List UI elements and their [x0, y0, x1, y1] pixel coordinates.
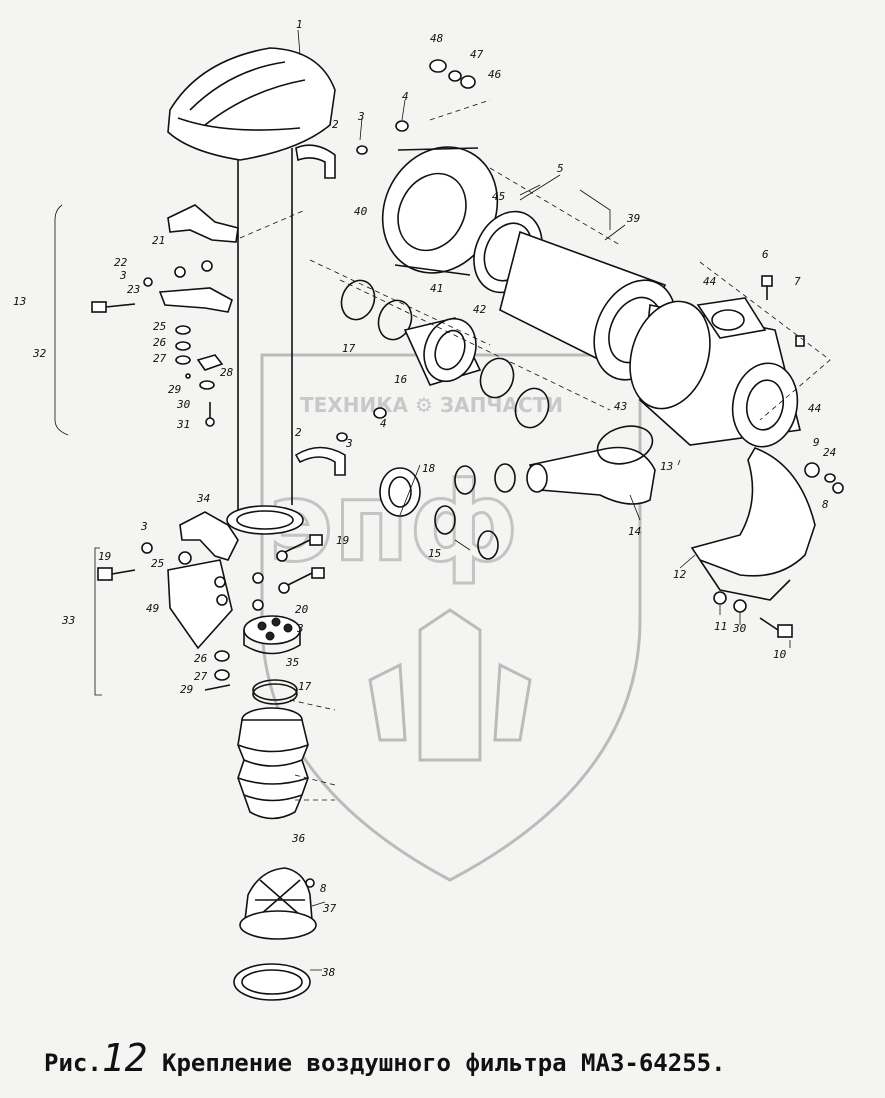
callout-25-upper: 25	[153, 320, 166, 333]
callout-37: 37	[322, 902, 337, 915]
callout-47: 47	[470, 48, 484, 61]
callout-11: 11	[714, 620, 727, 633]
callout-40: 40	[354, 205, 368, 218]
callout-29-lower: 29	[180, 683, 193, 696]
nuts-46-48	[429, 59, 476, 89]
bracket-21	[158, 204, 239, 313]
figure-caption: Рис.12 Крепление воздушного фильтра МАЗ-…	[44, 1036, 864, 1080]
callout-25-lower: 25	[151, 557, 164, 570]
bolts-19-20	[252, 534, 325, 611]
callout-38: 38	[321, 966, 336, 979]
callout-15: 15	[428, 547, 441, 560]
callout-44-upper: 44	[703, 275, 716, 288]
watermark-shield: ТЕХНИКА ⚙ ЗАПЧАСТИ эпф	[260, 353, 642, 882]
callout-14: 14	[628, 525, 641, 538]
cap-37	[239, 867, 317, 940]
callout-13-left: 13	[13, 295, 26, 308]
callout-27-upper: 27	[153, 352, 167, 365]
callout-19-right: 19	[336, 534, 349, 547]
callout-24: 24	[823, 446, 836, 459]
callout-28: 28	[220, 366, 234, 379]
callout-49: 49	[146, 602, 159, 615]
gasket-38	[233, 963, 311, 1001]
callout-4-lower: 4	[380, 417, 387, 430]
callout-2-lower: 2	[295, 426, 302, 439]
callout-6: 6	[762, 248, 769, 261]
callout-20: 20	[295, 603, 309, 616]
callout-7: 7	[794, 275, 801, 288]
callout-13-right: 13	[660, 460, 673, 473]
elbow-14	[526, 425, 656, 505]
callout-3-mid: 3	[345, 437, 353, 450]
callout-17-upper: 17	[342, 342, 356, 355]
callout-16: 16	[394, 373, 408, 386]
callout-19-left: 19	[98, 550, 111, 563]
callout-39: 39	[626, 212, 640, 225]
sleeve-18	[379, 467, 421, 517]
screen-35	[243, 615, 301, 655]
callout-48: 48	[430, 32, 444, 45]
support-bracket-12	[690, 447, 844, 638]
callout-46: 46	[488, 68, 502, 81]
callout-45: 45	[492, 190, 505, 203]
assembly-lines	[54, 29, 831, 971]
callout-18: 18	[422, 462, 436, 475]
callout-10: 10	[773, 648, 787, 661]
callout-3-left: 3	[119, 269, 127, 282]
callout-8-right: 8	[822, 498, 829, 511]
lower-clamp-2	[294, 407, 387, 476]
callout-23: 23	[127, 283, 140, 296]
intake-pipe	[226, 148, 304, 535]
callout-26-lower: 26	[194, 652, 208, 665]
lower-bracket-34	[97, 511, 239, 691]
caption-figure-number: 12	[101, 1036, 148, 1080]
callout-26-upper: 26	[153, 336, 167, 349]
callout-32: 32	[32, 347, 47, 360]
callout-30-lower: 30	[732, 622, 747, 635]
callout-30-upper: 30	[176, 398, 191, 411]
lower-clamp-17	[252, 679, 298, 705]
callout-22: 22	[114, 256, 128, 269]
callout-3-lower-left: 3	[140, 520, 148, 533]
callout-27-lower: 27	[194, 670, 208, 683]
callout-33: 33	[61, 614, 75, 627]
clamps-15	[434, 463, 516, 560]
callout-35: 35	[285, 656, 299, 669]
filter-housing-44	[629, 297, 801, 448]
watermark-text: ТЕХНИКА ⚙ ЗАПЧАСТИ	[300, 393, 563, 417]
callout-5: 5	[557, 162, 564, 175]
caption-text: Крепление воздушного фильтра МАЗ-64255.	[162, 1049, 726, 1077]
callout-41: 41	[430, 282, 443, 295]
callout-2-upper: 2	[332, 118, 339, 131]
callouts: 1 2 2 3 3 3 3 3 4 4 5 6 7 8 8 9 10 11 12…	[13, 18, 836, 979]
callout-4-upper: 4	[402, 90, 409, 103]
fasteners-upper-left	[91, 260, 224, 427]
callout-21: 21	[152, 234, 165, 247]
callout-44-lower: 44	[808, 402, 821, 415]
callout-3-lower: 3	[296, 622, 304, 635]
exploded-view-diagram: ТЕХНИКА ⚙ ЗАПЧАСТИ эпф	[13, 18, 844, 1001]
hose-16-clamps-17	[340, 279, 550, 429]
callout-43: 43	[614, 400, 627, 413]
callout-34: 34	[196, 492, 210, 505]
callout-3-upper: 3	[357, 110, 365, 123]
callout-29-upper: 29	[168, 383, 181, 396]
intake-cap	[167, 47, 336, 161]
callout-8-lower: 8	[320, 882, 327, 895]
bellows-36	[237, 707, 309, 820]
upper-clamp-2	[295, 120, 409, 179]
bolts-6-7	[761, 275, 805, 347]
caption-prefix: Рис.	[44, 1049, 102, 1077]
callout-31: 31	[176, 418, 190, 431]
callout-1: 1	[296, 18, 303, 31]
callout-9: 9	[813, 436, 820, 449]
callout-36: 36	[291, 832, 306, 845]
callout-12: 12	[673, 568, 687, 581]
callout-17-lower: 17	[298, 680, 312, 693]
callout-42: 42	[473, 303, 487, 316]
